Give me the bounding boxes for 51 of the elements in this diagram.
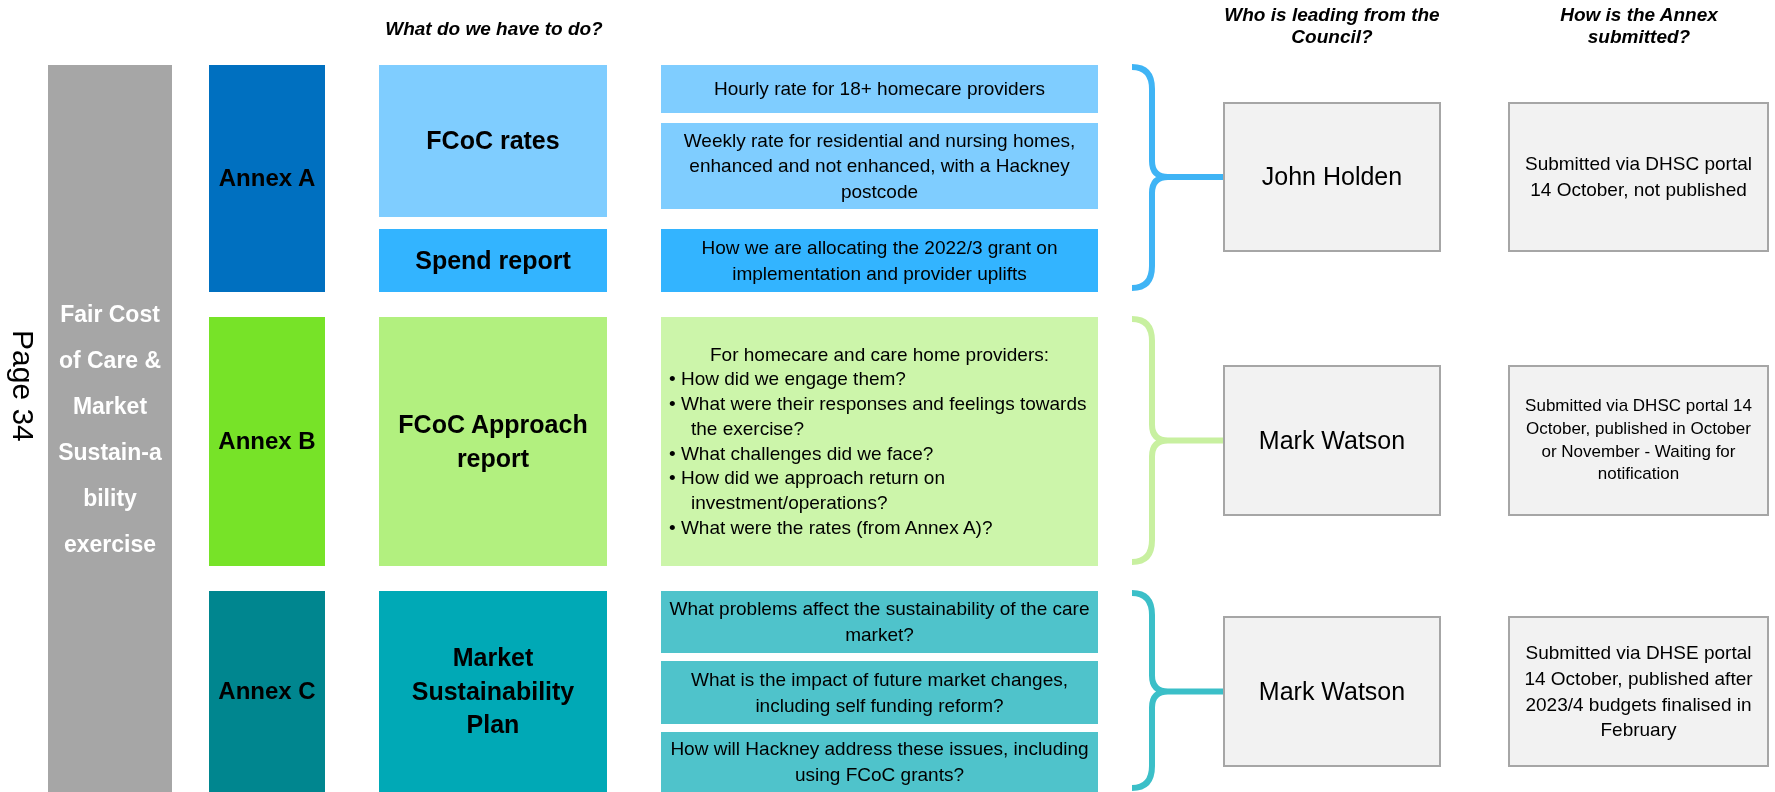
bullet-item: • What were the rates (from Annex A)? (669, 515, 994, 540)
box-text: Annex A (218, 163, 316, 194)
document-box (379, 591, 607, 792)
document-box (379, 229, 607, 292)
column-header: How is the Annex submitted? (1559, 4, 1719, 48)
box-text: How we are allocating the 2022/3 grant on implementation and provider uplifts (700, 235, 1059, 286)
document-box (379, 317, 607, 566)
lead-box (1223, 102, 1441, 252)
detail-box (661, 591, 1098, 653)
lead-box (1223, 365, 1441, 516)
box-text: Submitted via DHSC portal 14 October, not published (1523, 152, 1753, 202)
box-text: FCoC Approach report (397, 408, 589, 474)
submission-box (1508, 102, 1769, 252)
box-text: Annex C (218, 676, 316, 707)
bullet-item: • What were their responses and feelings towards the exercise? (669, 392, 1088, 441)
box-text: What is the impact of future market changes, including self funding reform? (690, 667, 1069, 718)
detail-box (661, 65, 1098, 113)
box-text: Hourly rate for 18+ homecare providers (713, 77, 1046, 102)
box-text: Fair Cost of Care & Market Sustain-a bility exercise (57, 299, 163, 559)
detail-box (661, 732, 1098, 792)
box-text: Mark Watson (1258, 424, 1406, 456)
detail-box (661, 229, 1098, 292)
annex-box (209, 317, 325, 566)
box-text: Submitted via DHSE portal 14 October, published after 2023/4 budgets finalised in February (1523, 641, 1754, 743)
detail-box (661, 123, 1098, 209)
topic-bar (48, 65, 172, 792)
box-text: What problems affect the sustainability of the care market? (669, 597, 1090, 647)
box-text: How will Hackney address these issues, including using FCoC grants? (669, 737, 1090, 787)
annex-box (209, 591, 325, 792)
bullet-item: • How did we approach return on investment/operations? (669, 466, 946, 515)
lead-box (1223, 616, 1441, 767)
bullet-item: • What challenges did we face? (669, 441, 935, 466)
list-heading: For homecare and care home providers: (710, 342, 1049, 367)
box-text: Submitted via DHSC portal 14 October, published in October or November - Waiting for notification (1524, 394, 1753, 486)
detail-box (661, 661, 1098, 724)
submission-box (1508, 365, 1769, 516)
box-text: Spend report (415, 244, 571, 276)
page-number: Page 34 (6, 330, 40, 442)
box-text: John Holden (1261, 161, 1403, 193)
document-box (379, 65, 607, 217)
box-text: FCoC rates (426, 125, 560, 157)
detail-box (661, 317, 1098, 566)
submission-box (1508, 616, 1769, 767)
annex-box (209, 65, 325, 292)
box-text: Market Sustainability Plan (410, 641, 576, 741)
box-text: Weekly rate for residential and nursing homes, enhanced and not enhanced, with a Hackney postcode (682, 128, 1077, 204)
box-text: Mark Watson (1258, 675, 1406, 707)
bullet-item: • How did we engage them? (669, 367, 907, 392)
column-header: Who is leading from the Council? (1223, 4, 1441, 48)
column-header: What do we have to do? (384, 18, 604, 40)
box-text: Annex B (218, 426, 316, 457)
